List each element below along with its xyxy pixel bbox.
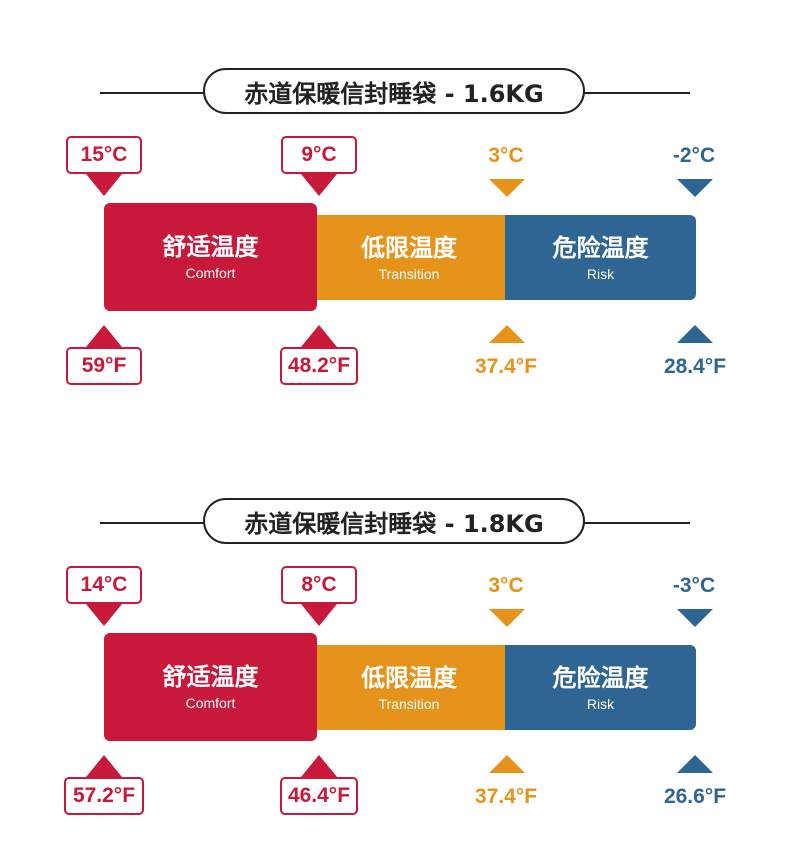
risk-start-fahrenheit-label: 37.4°F [474,785,538,808]
comfort-celsius-label: 15°C [66,136,142,174]
risk-end-fahrenheit-pointer [677,325,713,343]
sleeping-bag-panel-1-8kg: 赤道保暖信封睡袋 - 1.8KG 14°C 8°C 3°C -3°C 舒适温度 … [0,430,790,830]
comfort-celsius-pointer [86,174,122,196]
title-rule-right [582,92,690,94]
risk-band-label: 危险温度 [552,663,649,692]
comfort-fahrenheit-pointer [86,325,122,347]
transition-celsius-pointer [301,604,337,626]
risk-end-celsius-label: -3°C [672,574,716,597]
risk-end-fahrenheit-pointer [677,755,713,773]
sleeping-bag-panel-1-6kg: 赤道保暖信封睡袋 - 1.6KG 15°C 9°C 3°C -2°C 舒适温度 … [0,0,790,400]
transition-fahrenheit-pointer [301,755,337,777]
risk-end-fahrenheit-label: 28.4°F [663,355,727,378]
risk-start-celsius-label: 3°C [488,144,524,167]
transition-band: 低限温度 Transition [310,215,508,300]
transition-celsius-label: 9°C [281,136,357,174]
risk-band-sublabel: Risk [586,265,615,282]
transition-band-sublabel: Transition [378,265,440,282]
comfort-band-sublabel: Comfort [185,695,236,711]
risk-end-celsius-pointer [677,179,713,197]
title-rule-left [100,522,208,524]
comfort-fahrenheit-label: 57.2°F [64,777,144,815]
risk-band: 危险温度 Risk [505,645,696,730]
transition-band: 低限温度 Transition [310,645,508,730]
comfort-band-label: 舒适温度 [162,663,259,691]
transition-fahrenheit-label: 48.2°F [280,347,358,385]
risk-start-fahrenheit-label: 37.4°F [474,355,538,378]
comfort-band: 舒适温度 Comfort [104,633,317,741]
risk-end-fahrenheit-label: 26.6°F [663,785,727,808]
comfort-fahrenheit-label: 59°F [66,347,142,385]
transition-band-label: 低限温度 [361,233,457,262]
risk-band-sublabel: Risk [586,695,615,712]
panel-title: 赤道保暖信封睡袋 - 1.8KG [203,498,585,544]
risk-start-fahrenheit-pointer [489,325,525,343]
risk-end-celsius-pointer [677,609,713,627]
title-rule-left [100,92,208,94]
transition-fahrenheit-label: 46.4°F [280,777,358,815]
risk-start-celsius-pointer [489,609,525,627]
comfort-fahrenheit-pointer [86,755,122,777]
risk-band-label: 危险温度 [552,233,649,262]
risk-end-celsius-label: -2°C [672,144,716,167]
risk-start-fahrenheit-pointer [489,755,525,773]
comfort-band-sublabel: Comfort [185,265,236,281]
comfort-band-label: 舒适温度 [162,233,259,261]
transition-band-label: 低限温度 [361,663,457,692]
risk-start-celsius-label: 3°C [488,574,524,597]
transition-fahrenheit-pointer [301,325,337,347]
title-rule-right [582,522,690,524]
risk-start-celsius-pointer [489,179,525,197]
transition-band-sublabel: Transition [378,695,440,712]
transition-celsius-label: 8°C [281,566,357,604]
transition-celsius-pointer [301,174,337,196]
comfort-band: 舒适温度 Comfort [104,203,317,311]
risk-band: 危险温度 Risk [505,215,696,300]
comfort-celsius-label: 14°C [66,566,142,604]
panel-title: 赤道保暖信封睡袋 - 1.6KG [203,68,585,114]
comfort-celsius-pointer [86,604,122,626]
